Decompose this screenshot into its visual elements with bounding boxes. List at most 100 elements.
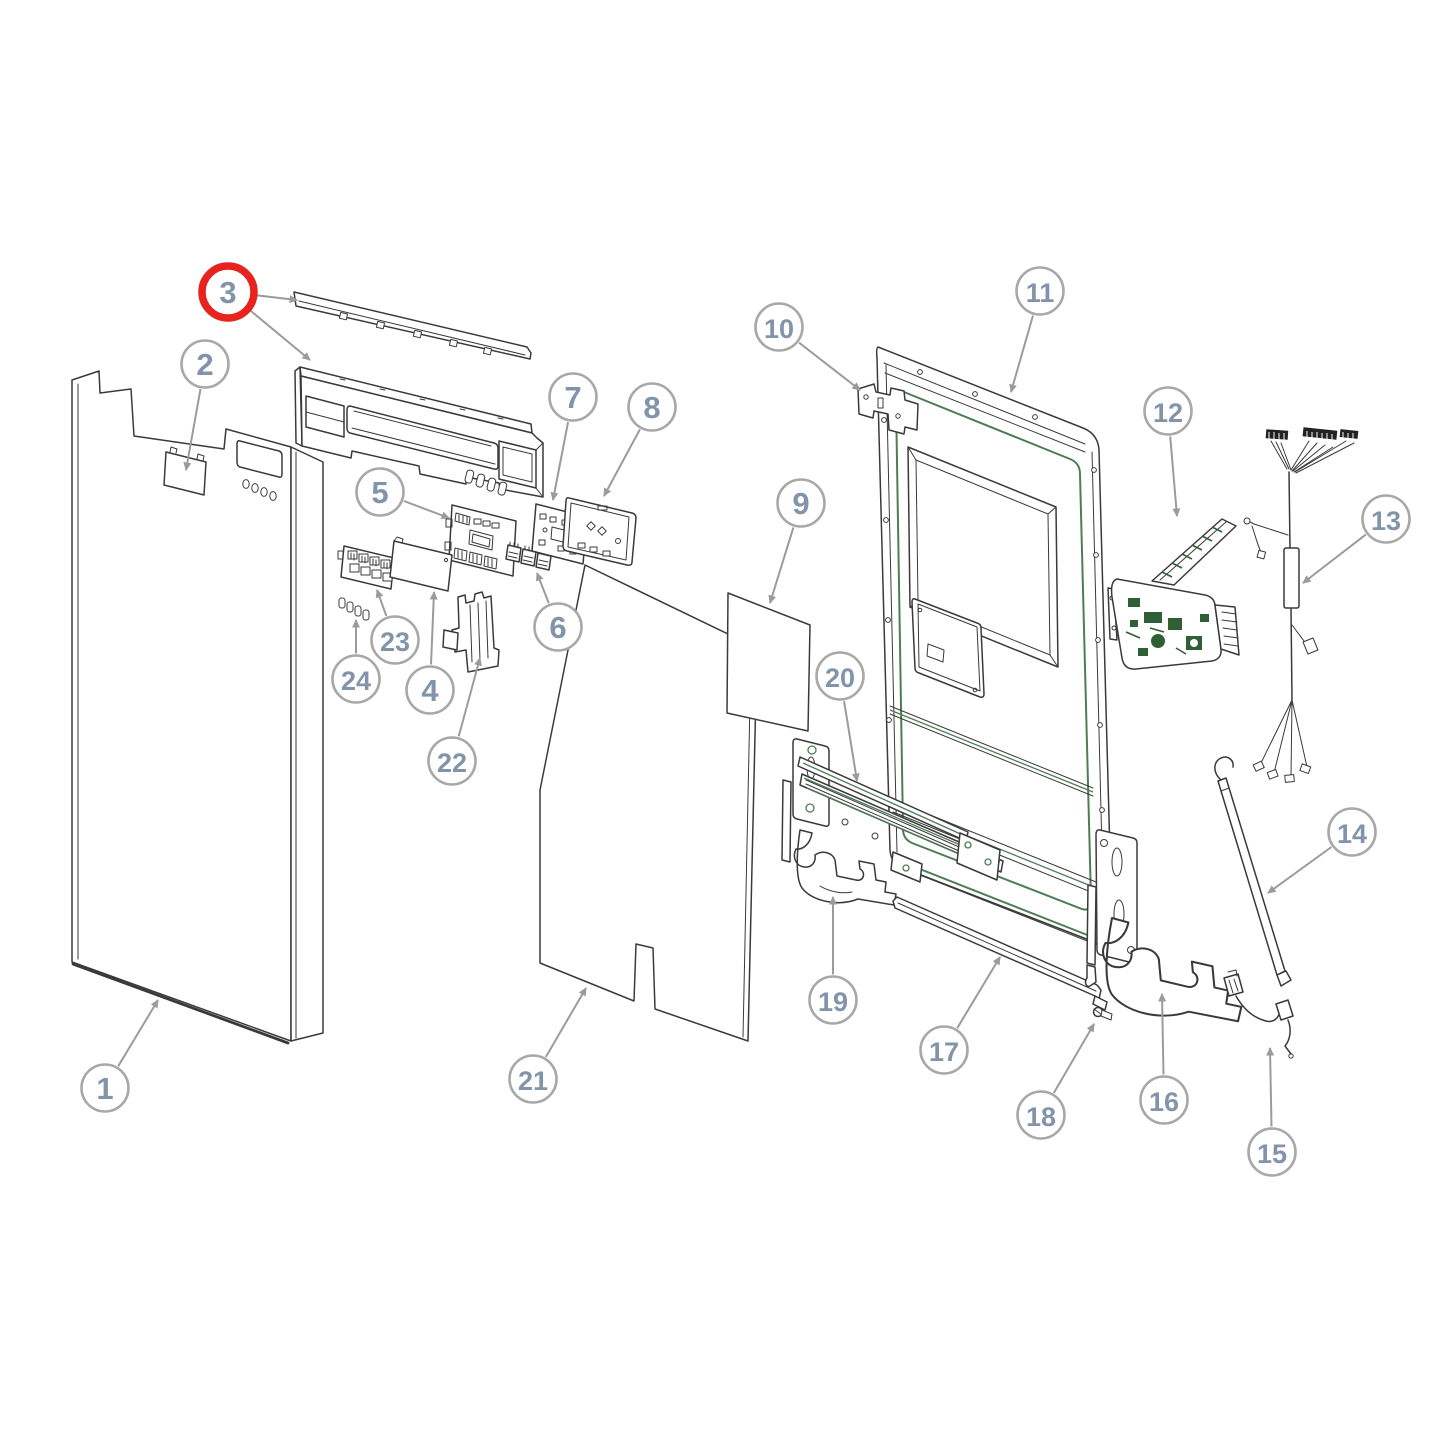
callout-14[interactable]: 14: [1267, 807, 1377, 894]
callout-circle[interactable]: [754, 302, 804, 352]
callout-circle-highlighted[interactable]: [198, 262, 258, 322]
callout-circle[interactable]: [1327, 807, 1377, 857]
callout-circle[interactable]: [1139, 1075, 1189, 1125]
leader-line: [544, 987, 587, 1058]
callout-number: 19: [818, 987, 848, 1017]
callout-number: 8: [643, 390, 660, 425]
leader-line: [375, 589, 388, 617]
callout-circle[interactable]: [919, 1025, 969, 1075]
callout-16[interactable]: 16: [1139, 993, 1189, 1125]
callout-number: 3: [219, 275, 236, 310]
callout-circle[interactable]: [1247, 1127, 1297, 1177]
callout-circle[interactable]: [1361, 494, 1411, 544]
part-4-blank-board: [389, 536, 453, 592]
leader-line: [429, 591, 438, 665]
callout-circle[interactable]: [808, 975, 858, 1025]
callout-number: 10: [764, 314, 794, 344]
leader-line: [248, 309, 311, 361]
callout-circle[interactable]: [1015, 266, 1065, 316]
part-10-top-hinge: [857, 383, 919, 435]
callout-circle[interactable]: [1143, 386, 1193, 436]
part-2-access-cover: [163, 446, 207, 496]
callout-circle[interactable]: [80, 1063, 130, 1113]
callout-number: 15: [1257, 1139, 1287, 1169]
callout-7[interactable]: 7: [548, 372, 598, 501]
leader-line: [183, 388, 202, 471]
callout-number: 1: [96, 1071, 113, 1106]
leader-line: [956, 956, 1001, 1029]
part-20-door-rail: [781, 738, 1004, 883]
leader-line: [403, 500, 450, 520]
callout-8[interactable]: 8: [603, 382, 677, 497]
part-9-insulation-sheet: [726, 592, 811, 732]
leader-line: [843, 701, 860, 782]
callout-number: 14: [1337, 819, 1367, 849]
callout-number: 16: [1149, 1087, 1179, 1117]
callout-number: 18: [1026, 1102, 1056, 1132]
callout-22[interactable]: 22: [427, 657, 482, 786]
callout-11[interactable]: 11: [1009, 266, 1065, 393]
callout-number: 13: [1371, 506, 1401, 536]
leader-line: [457, 657, 482, 737]
callout-20[interactable]: 20: [815, 651, 865, 782]
callout-number: 21: [518, 1066, 548, 1096]
part-15-latch-cable: [1223, 969, 1294, 1059]
callout-13[interactable]: 13: [1302, 494, 1411, 584]
callout-6[interactable]: 6: [533, 572, 583, 652]
part-14-spring-rod: [1214, 756, 1292, 987]
callout-circle[interactable]: [331, 654, 381, 704]
part-3-control-panel: [294, 366, 544, 498]
callout-circle[interactable]: [405, 665, 455, 715]
callout-circle[interactable]: [180, 339, 230, 389]
callout-17[interactable]: 17: [919, 956, 1001, 1075]
callout-2[interactable]: 2: [180, 339, 230, 471]
callout-number: 9: [792, 486, 809, 521]
callout-5[interactable]: 5: [355, 467, 450, 520]
leader-line: [1158, 993, 1167, 1075]
leader-line: [117, 999, 159, 1067]
part-5-main-control-board: [444, 504, 517, 577]
part-11-inner-door-panel: [875, 346, 1113, 947]
callout-4[interactable]: 4: [405, 591, 455, 715]
leader-line: [1302, 533, 1367, 584]
part-12-door-latch: [1107, 518, 1240, 670]
part-8-board-cover: [562, 497, 637, 566]
callout-circle[interactable]: [815, 651, 865, 701]
callout-15[interactable]: 15: [1247, 1047, 1297, 1177]
callout-12[interactable]: 12: [1143, 386, 1193, 517]
callout-circle[interactable]: [776, 478, 826, 528]
part-22-control-bracket: [442, 591, 500, 673]
callout-1[interactable]: 1: [80, 999, 159, 1113]
callout-number: 17: [929, 1037, 959, 1067]
part-19-hinge-bracket-left: [793, 829, 897, 906]
callout-19[interactable]: 19: [808, 896, 858, 1025]
leader-line: [1267, 846, 1332, 894]
leader-line: [798, 341, 861, 391]
callout-circle[interactable]: [1016, 1090, 1066, 1140]
part-18-screw: [1092, 1006, 1113, 1021]
callout-3[interactable]: 3: [198, 262, 311, 361]
callout-circle[interactable]: [548, 372, 598, 422]
callout-number: 22: [437, 748, 467, 778]
callout-number: 11: [1026, 278, 1055, 308]
callout-circle[interactable]: [370, 615, 420, 665]
leader-line: [536, 572, 550, 604]
callout-24[interactable]: 24: [331, 619, 381, 704]
leader-line: [1052, 1023, 1095, 1094]
part-17-bottom-seal: [892, 896, 1108, 1011]
callout-circle[interactable]: [427, 736, 477, 786]
callout-10[interactable]: 10: [754, 302, 861, 391]
callout-circle[interactable]: [508, 1054, 558, 1104]
part-23-switch-board: [337, 545, 395, 590]
leader-line: [1169, 436, 1181, 517]
callout-circle[interactable]: [627, 382, 677, 432]
callout-18[interactable]: 18: [1016, 1023, 1095, 1140]
callout-21[interactable]: 21: [508, 987, 587, 1104]
callout-number: 6: [549, 610, 566, 645]
callout-circle[interactable]: [533, 602, 583, 652]
callout-23[interactable]: 23: [370, 589, 420, 665]
callout-9[interactable]: 9: [768, 478, 826, 604]
leader-line: [1009, 315, 1034, 393]
callout-number: 2: [196, 347, 213, 382]
callout-circle[interactable]: [355, 467, 405, 517]
